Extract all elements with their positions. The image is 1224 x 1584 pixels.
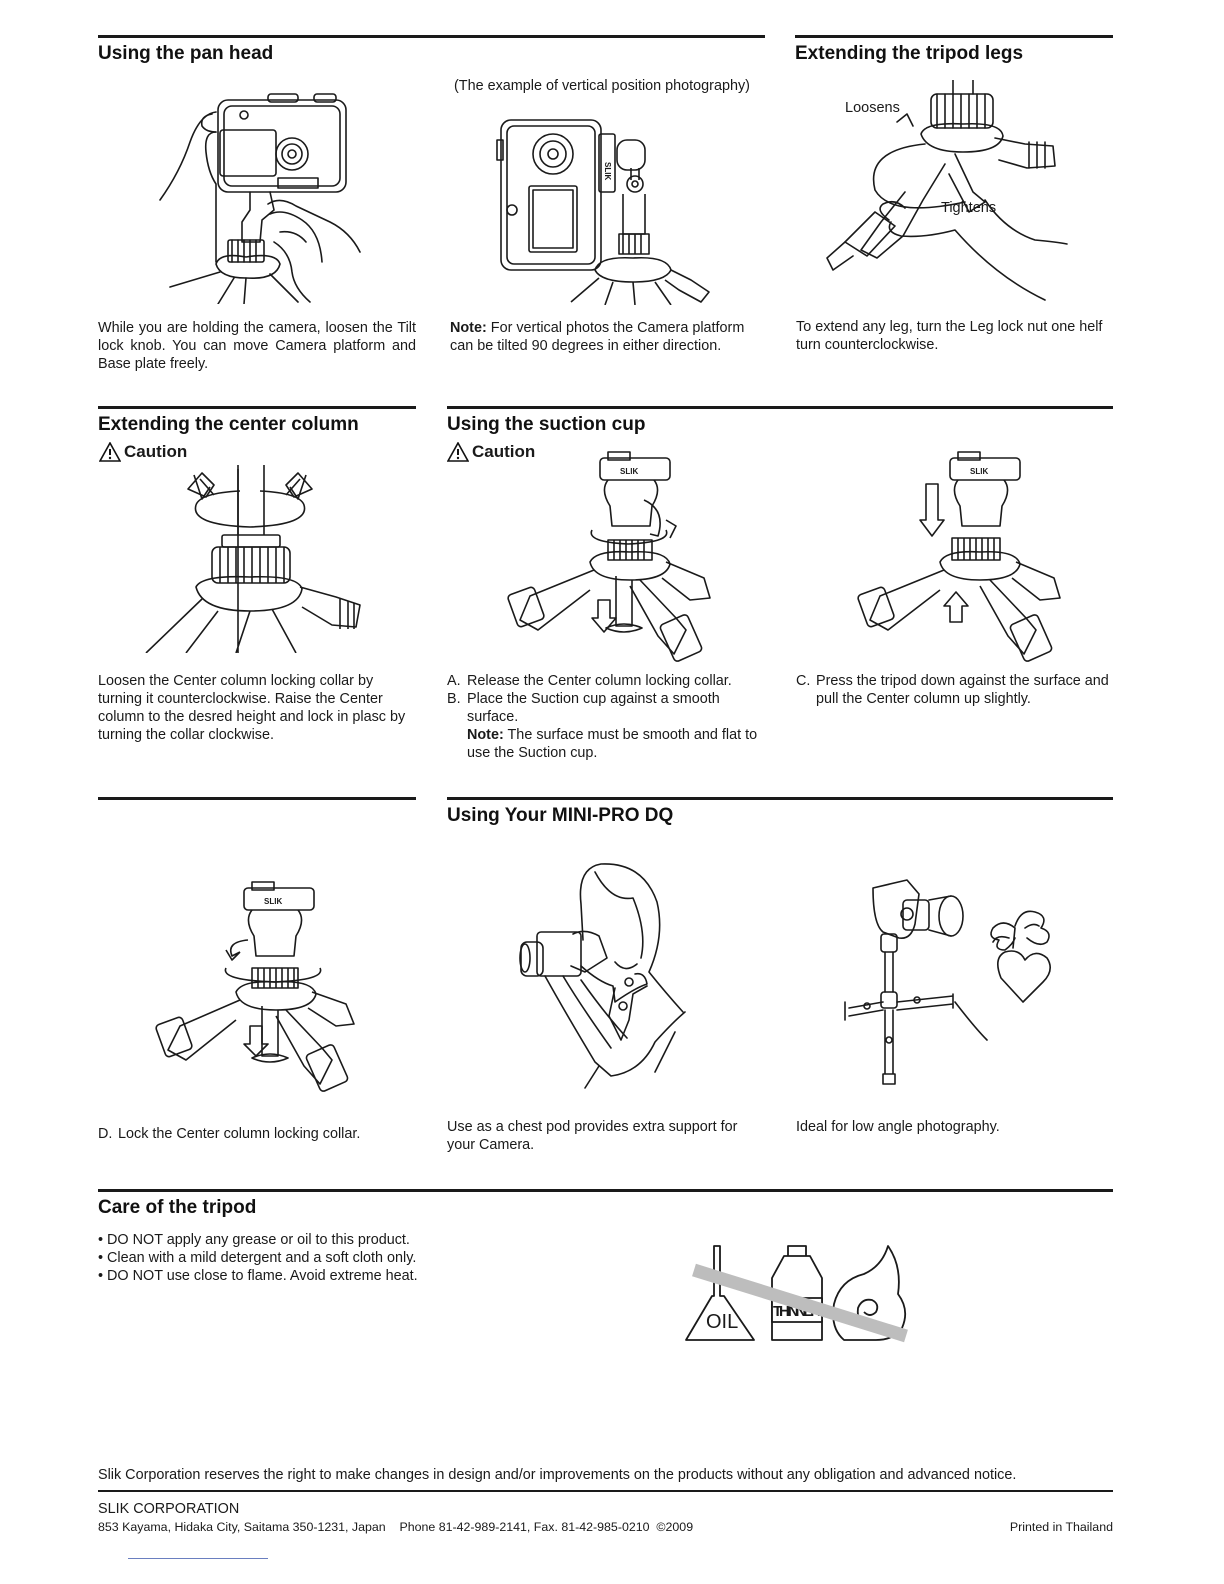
care-item: • Clean with a mild detergent and a soft… — [98, 1249, 478, 1267]
heading-extending-legs: Extending the tripod legs — [795, 43, 1023, 65]
warning-icon — [447, 442, 469, 462]
tightens-label: Tightens — [941, 200, 996, 216]
caution-center-column: Caution — [99, 442, 187, 462]
slik-mark: SLIK — [264, 897, 282, 906]
step-letter: C. — [796, 672, 816, 708]
caution-label: Caution — [124, 442, 187, 462]
chest-pod-caption: Use as a chest pod provides extra suppor… — [447, 1118, 765, 1154]
vertical-example-subtitle: (The example of vertical position photog… — [454, 77, 750, 95]
step-b-text: Place the Suction cup against a smooth s… — [467, 691, 720, 725]
footer-underline — [128, 1558, 268, 1559]
center-column-illustration — [140, 465, 372, 653]
heading-care: Care of the tripod — [98, 1197, 256, 1219]
warning-icon — [99, 442, 121, 462]
note-label: Note: — [467, 727, 504, 743]
slik-mark: SLIK — [970, 467, 988, 476]
suction-step-c: C.Press the tripod down against the surf… — [796, 672, 1114, 708]
heading-pan-head: Using the pan head — [98, 43, 273, 65]
footer-notice: Slik Corporation reserves the right to m… — [98, 1466, 1118, 1484]
pan-head-caption: While you are holding the camera, loosen… — [98, 319, 416, 373]
step-d: D.Lock the Center column locking collar. — [98, 1125, 416, 1143]
section-rule — [98, 1189, 1113, 1192]
slik-mark: SLIK — [603, 162, 612, 180]
lock-step-d: D.Lock the Center column locking collar. — [98, 1125, 416, 1143]
heading-center-column: Extending the center column — [98, 414, 359, 436]
legs-caption: To extend any leg, turn the Leg lock nut… — [796, 318, 1106, 354]
note-label: Note: — [450, 320, 487, 336]
step-text: Press the tripod down against the surfac… — [816, 672, 1114, 708]
oil-label: OIL — [706, 1311, 738, 1333]
step-b: B.Place the Suction cup against a smooth… — [447, 690, 767, 762]
suction-steps-ab: A.Release the Center column locking coll… — [447, 672, 767, 762]
footer-company: SLIK CORPORATION — [98, 1500, 239, 1518]
tripod-legs-illustration: Loosens Tightens — [805, 80, 1075, 305]
heading-suction-cup: Using the suction cup — [447, 414, 645, 436]
step-letter: B. — [447, 690, 467, 762]
footer-rule — [98, 1490, 1113, 1492]
low-angle-illustration — [843, 878, 1063, 1088]
step-text: Release the Center column locking collar… — [467, 672, 732, 690]
step-letter: A. — [447, 672, 467, 690]
step-c: C.Press the tripod down against the surf… — [796, 672, 1114, 708]
footer-address: 853 Kayama, Hidaka City, Saitama 350-123… — [98, 1518, 693, 1536]
vertical-position-illustration: SLIK — [495, 110, 715, 305]
pan-head-illustration — [150, 92, 370, 304]
step-text: Place the Suction cup against a smooth s… — [467, 690, 767, 762]
care-list: • DO NOT apply any grease or oil to this… — [98, 1231, 478, 1285]
note-text: For vertical photos the Camera platform … — [450, 320, 744, 354]
chest-pod-illustration — [515, 862, 690, 1097]
slik-mark: SLIK — [620, 467, 638, 476]
suction-step-ab-illustration: SLIK — [490, 450, 720, 668]
note-text: The surface must be smooth and flat to u… — [467, 727, 757, 761]
step-text: Lock the Center column locking collar. — [118, 1125, 360, 1143]
section-rule — [98, 797, 416, 800]
care-item: • DO NOT apply any grease or oil to this… — [98, 1231, 478, 1249]
footer-printed: Printed in Thailand — [1000, 1518, 1113, 1536]
prohibited-icons: OIL THINNER — [684, 1244, 916, 1344]
section-rule — [795, 35, 1113, 38]
section-rule — [98, 406, 416, 409]
center-column-caption: Loosen the Center column locking collar … — [98, 672, 416, 744]
suction-step-c-illustration: SLIK — [840, 450, 1070, 668]
loosens-label: Loosens — [845, 100, 900, 116]
section-rule — [98, 35, 765, 38]
section-rule — [447, 406, 1113, 409]
care-item: • DO NOT use close to flame. Avoid extre… — [98, 1267, 478, 1285]
section-rule — [447, 797, 1113, 800]
heading-using-mini-pro: Using Your MINI-PRO DQ — [447, 805, 673, 827]
vertical-note: Note: For vertical photos the Camera pla… — [450, 319, 768, 355]
lock-collar-illustration: SLIK — [140, 880, 365, 1095]
low-angle-caption: Ideal for low angle photography. — [796, 1118, 1114, 1136]
step-a: A.Release the Center column locking coll… — [447, 672, 767, 690]
step-letter: D. — [98, 1125, 118, 1143]
